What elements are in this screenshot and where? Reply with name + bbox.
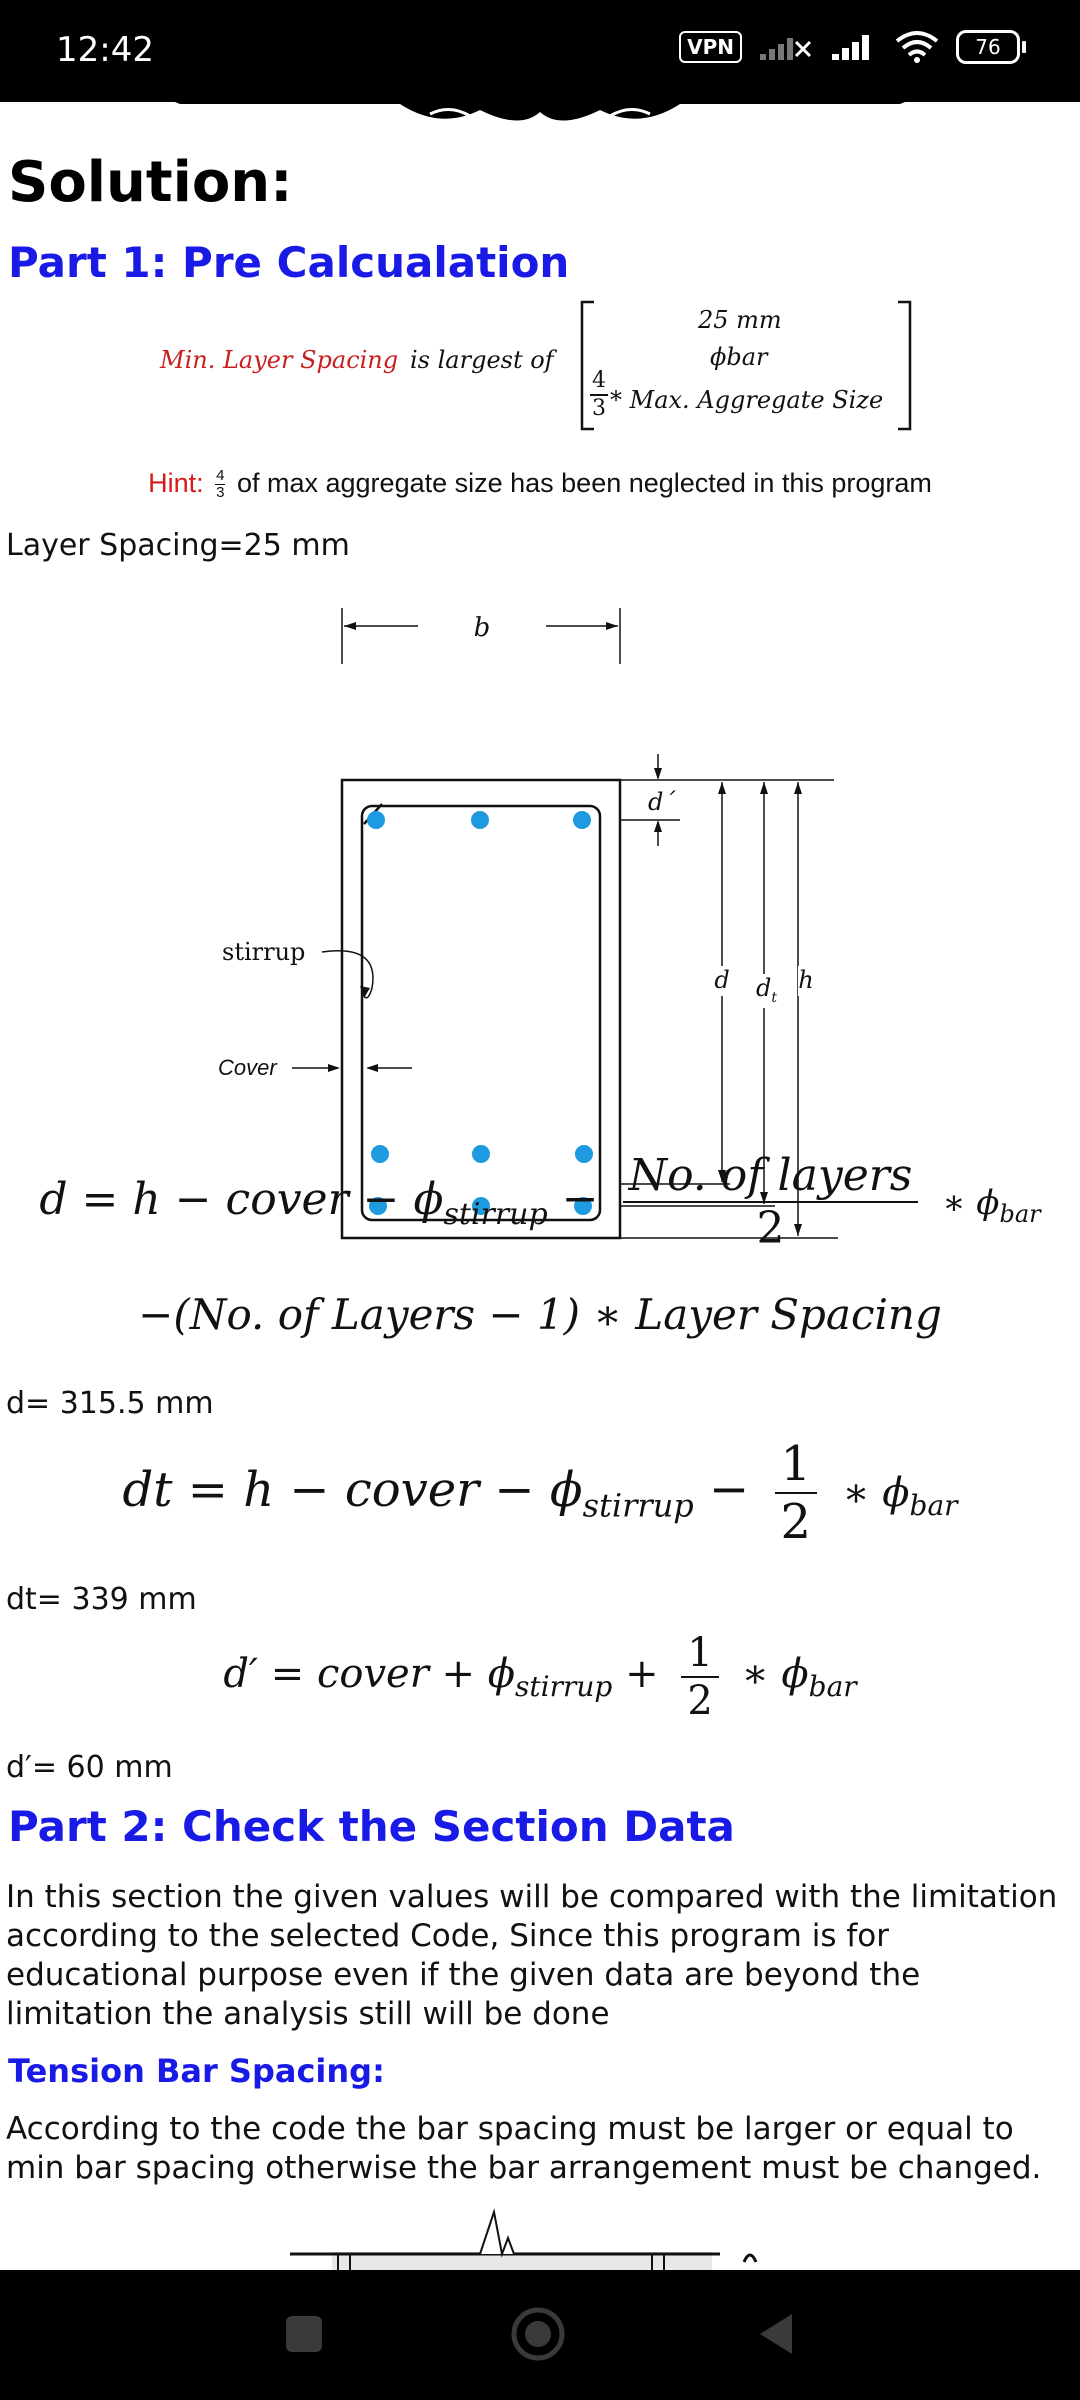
formula-dt: dt = h − cover − ϕstirrup − 1 2 ∗ ϕbar [0,1436,1080,1550]
rebar-layer2-right [575,1145,593,1163]
page-title: Solution: [8,150,293,215]
hint-fraction: 4 3 [215,467,226,502]
option-25mm: 25 mm [698,306,782,334]
formula-dt-minus: − [709,1461,750,1518]
option-aggregate: * Max. Aggregate Size [610,386,884,414]
option-fraction: 4 3 [590,368,608,422]
rebar-layer1-left [369,1197,387,1215]
formula-dt-frac-den: 2 [780,1494,812,1550]
part2-paragraph: In this section the given values will be… [6,1879,1058,2032]
part2-heading: Part 2: Check the Section Data [8,1802,735,1851]
wifi-icon [895,31,939,63]
formula-dprime: d′ = cover + ϕstirrup + 1 2 ∗ ϕbar [0,1630,1080,1724]
formula-d-frac-num: No. of layers [622,1150,919,1203]
fraction-den: 3 [592,396,606,421]
formula-dprime-plus: + [625,1651,659,1697]
dprime-result: d′= 60 mm [6,1750,173,1785]
dim-dprime-label: d´ [648,788,676,816]
bracket-left [580,300,594,431]
battery-indicator: 76 [956,30,1026,64]
min-spacing-label: Min. Layer Spacing [160,346,399,374]
dim-h-label: h [798,966,813,994]
rebar-layer1-mid [472,1197,490,1215]
min-spacing-formula: Min. Layer Spacing is largest of 25 mm ϕ… [160,298,920,433]
formula-d-left: d = h − cover − ϕstirrup [39,1173,548,1232]
formula-d-line1: d = h − cover − ϕstirrup − No. of layers… [0,1150,1080,1254]
formula-dt-frac-num: 1 [774,1436,818,1494]
hint-line: Hint: 4 3 of max aggregate size has been… [0,468,1080,501]
content-area[interactable]: Solution: Part 1: Pre Calcualation Min. … [0,130,1080,2270]
stirrup-label: stirrup [222,938,305,966]
navigation-bar [0,2270,1080,2400]
bracket-right [898,300,912,431]
beam-section-diagram: b stirrup Cover [218,608,838,1240]
formula-dt-bar: ∗ ϕbar [842,1469,958,1522]
part1-heading: Part 1: Pre Calcualation [8,238,570,287]
status-icons: VPN 76 [679,30,1026,64]
formula-dprime-fraction: 1 2 [681,1630,719,1724]
option-phi-bar: ϕbar [710,343,768,371]
formula-dt-left: dt = h − cover − ϕstirrup [122,1461,694,1525]
status-time: 12:42 [56,30,154,70]
formula-dprime-frac-num: 1 [681,1630,719,1678]
battery-level: 76 [956,30,1020,64]
hint-fraction-den: 3 [216,484,225,502]
min-spacing-connector: is largest of [410,346,554,374]
battery-tip [1022,41,1026,53]
tension-heading: Tension Bar Spacing: [8,2052,385,2090]
rebar-top-right [573,811,591,829]
formula-d-minus: − [561,1173,599,1225]
formula-d-bar: ∗ ϕbar [942,1182,1041,1228]
rebar-layer2-mid [472,1145,490,1163]
dim-b-label: b [474,613,491,643]
formula-dprime-frac-den: 2 [687,1678,713,1724]
fraction-num: 4 [590,368,608,396]
recents-square-icon[interactable] [274,2304,334,2364]
signal-sim1-icon [760,38,812,60]
hint-fraction-num: 4 [215,467,226,486]
header-ornament [0,96,1080,121]
signal-sim2-icon [832,35,869,60]
bar-spacing-diagram-partial [290,2208,758,2270]
back-triangle-icon[interactable] [746,2304,806,2364]
formula-d-fraction: No. of layers 2 [622,1150,919,1254]
formula-dprime-left: d′ = cover + ϕstirrup [223,1651,613,1703]
rebar-layer1-right [574,1197,592,1215]
formula-d-line2: −(No. of Layers − 1) ∗ Layer Spacing [138,1290,942,1339]
hint-text: of max aggregate size has been neglected… [236,468,932,498]
layer-spacing-result: Layer Spacing=25 mm [6,528,350,563]
formula-dprime-bar: ∗ ϕbar [741,1651,857,1703]
home-circle-icon[interactable] [508,2304,568,2364]
status-bar: 12:42 VPN 76 [0,0,1080,96]
dim-d-label: d [714,966,729,994]
tension-paragraph: According to the code the bar spacing mu… [6,2111,1042,2186]
dt-result: dt= 339 mm [6,1582,197,1617]
formula-dt-fraction: 1 2 [774,1436,818,1550]
rebar-top-left [367,811,385,829]
vpn-badge: VPN [679,31,742,63]
cover-label: Cover [218,1055,278,1080]
hint-label: Hint: [148,468,204,498]
formula-d-frac-den: 2 [756,1203,785,1254]
d-result: d= 315.5 mm [6,1386,214,1421]
rebar-layer2-left [371,1145,389,1163]
rebar-top-mid [471,811,489,829]
dim-dt-label: dt [756,974,777,1006]
